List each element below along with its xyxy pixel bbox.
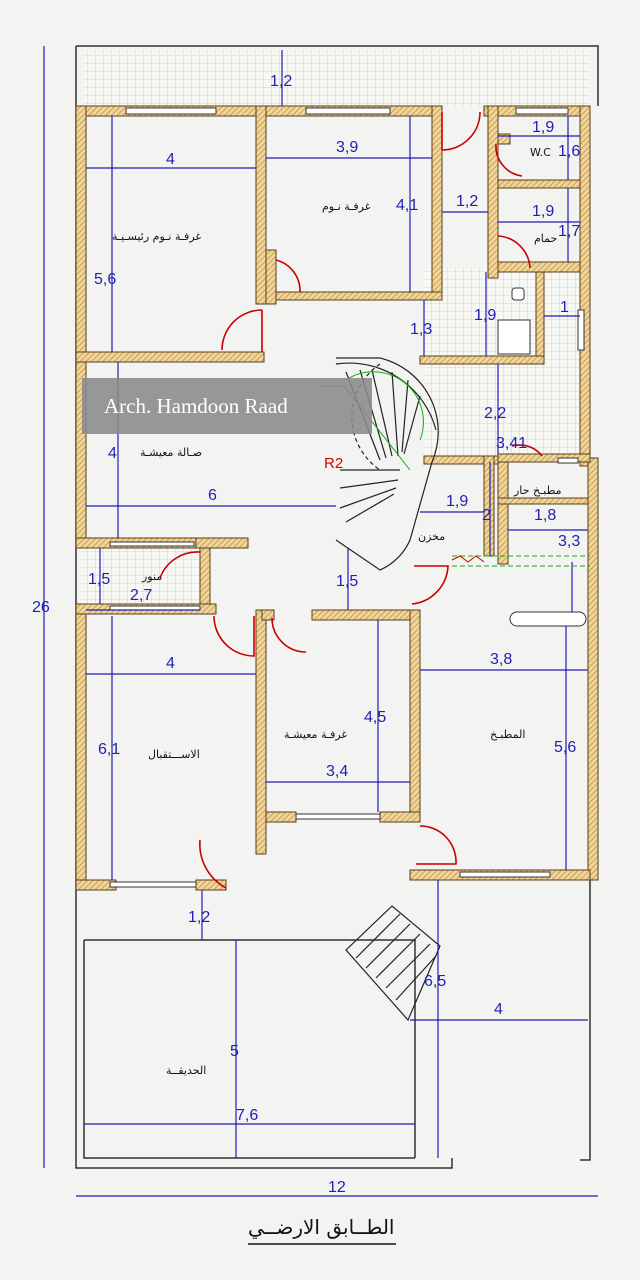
dim-entry-setback: 1,2 [188,909,210,926]
dim-garden-depth: 5 [230,1043,239,1060]
dim-store-width: 1,9 [446,493,468,510]
dim-hot-kitchen-depth: 3,41 [496,435,527,452]
room-label-living-room: غرفـة معيشـة [284,728,347,741]
doors [159,111,543,889]
dim-kitchen-width: 3,8 [490,651,512,668]
dim-hall-width: 6 [208,487,217,504]
dim-kitchen-gap: 3,3 [558,533,580,550]
dim-well-depth: 1,5 [88,571,110,588]
dim-corr-width: 1,3 [410,321,432,338]
dim-bed-width: 3,9 [336,139,358,156]
watermark-band [82,378,372,434]
room-label-wc: W.C [530,146,551,159]
dim-hall-depth: 4 [108,445,117,462]
dim-store-depth: 2 [482,507,491,524]
windows [109,107,587,888]
room-label-storage: مخزن [418,530,445,543]
dim-front-depth: 6,5 [424,973,446,990]
dim-wc-depth: 1,6 [558,143,580,160]
room-label-master-bedroom: غرفـة نـوم رئيسـيـة [112,230,201,243]
dim-setback-top: 1,2 [270,73,292,90]
dim-front-width: 4 [494,1001,503,1018]
dim-well-width: 2,7 [130,587,152,604]
room-label-light-well: منور [141,570,162,583]
plan-title: الطــابق الارضــي [248,1215,394,1240]
dim-master-depth: 5,6 [94,271,116,288]
dim-stair-width: 1 [560,299,569,316]
room-label-kitchen: المطبـخ [490,728,525,741]
room-label-bathroom: حمام [534,232,557,245]
dim-master-width: 4 [166,151,175,168]
dimension-lines [43,46,598,1197]
dim-bath-width: 1,9 [532,203,554,220]
room-label-living-hall: صـالة معيشـة [140,446,202,459]
room-label-reception: الاســـتقبال [148,748,200,761]
dim-reception-width: 4 [166,655,175,672]
dim-garden-width: 7,6 [236,1107,258,1124]
green-marks [451,555,590,567]
room-label-garden: الحديقــة [166,1064,206,1077]
dim-passage: 1,5 [336,573,358,590]
dim-wc-width: 1,9 [532,119,554,136]
dim-living-depth: 4,5 [364,709,386,726]
dim-corridor: 1,2 [456,193,478,210]
fixtures [497,287,531,355]
dim-total-width: 12 [328,1179,346,1196]
dim-reception-depth: 6,1 [98,741,120,758]
dim-kitchen-depth: 5,6 [554,739,576,756]
dim-total-depth: 26 [32,599,50,616]
room-label-hot-kitchen: مطبـخ حار [513,484,562,497]
dimension-values: 1,2 4 5,6 3,9 4,1 1,2 1,9 1,6 1,9 1,7 1,… [32,73,580,1196]
room-labels: غرفـة نـوم رئيسـيـة غرفـة نـوم W.C حمام … [112,146,562,1077]
dim-living-width: 3,4 [326,763,348,780]
dim-stair-depth: 1,9 [474,307,496,324]
entry-stair [345,905,441,1022]
stair-radius-label: R2 [324,455,343,472]
dim-hot-kitchen-width: 1,8 [534,507,556,524]
dim-hall-gap: 2,2 [484,405,506,422]
room-label-bedroom: غرفـة نـوم [322,200,371,213]
dim-bath-depth: 1,7 [558,223,580,240]
spiral-stair [322,357,439,571]
dim-bed-depth: 4,1 [396,197,418,214]
watermark-text: Arch. Hamdoon Raad [104,394,288,418]
